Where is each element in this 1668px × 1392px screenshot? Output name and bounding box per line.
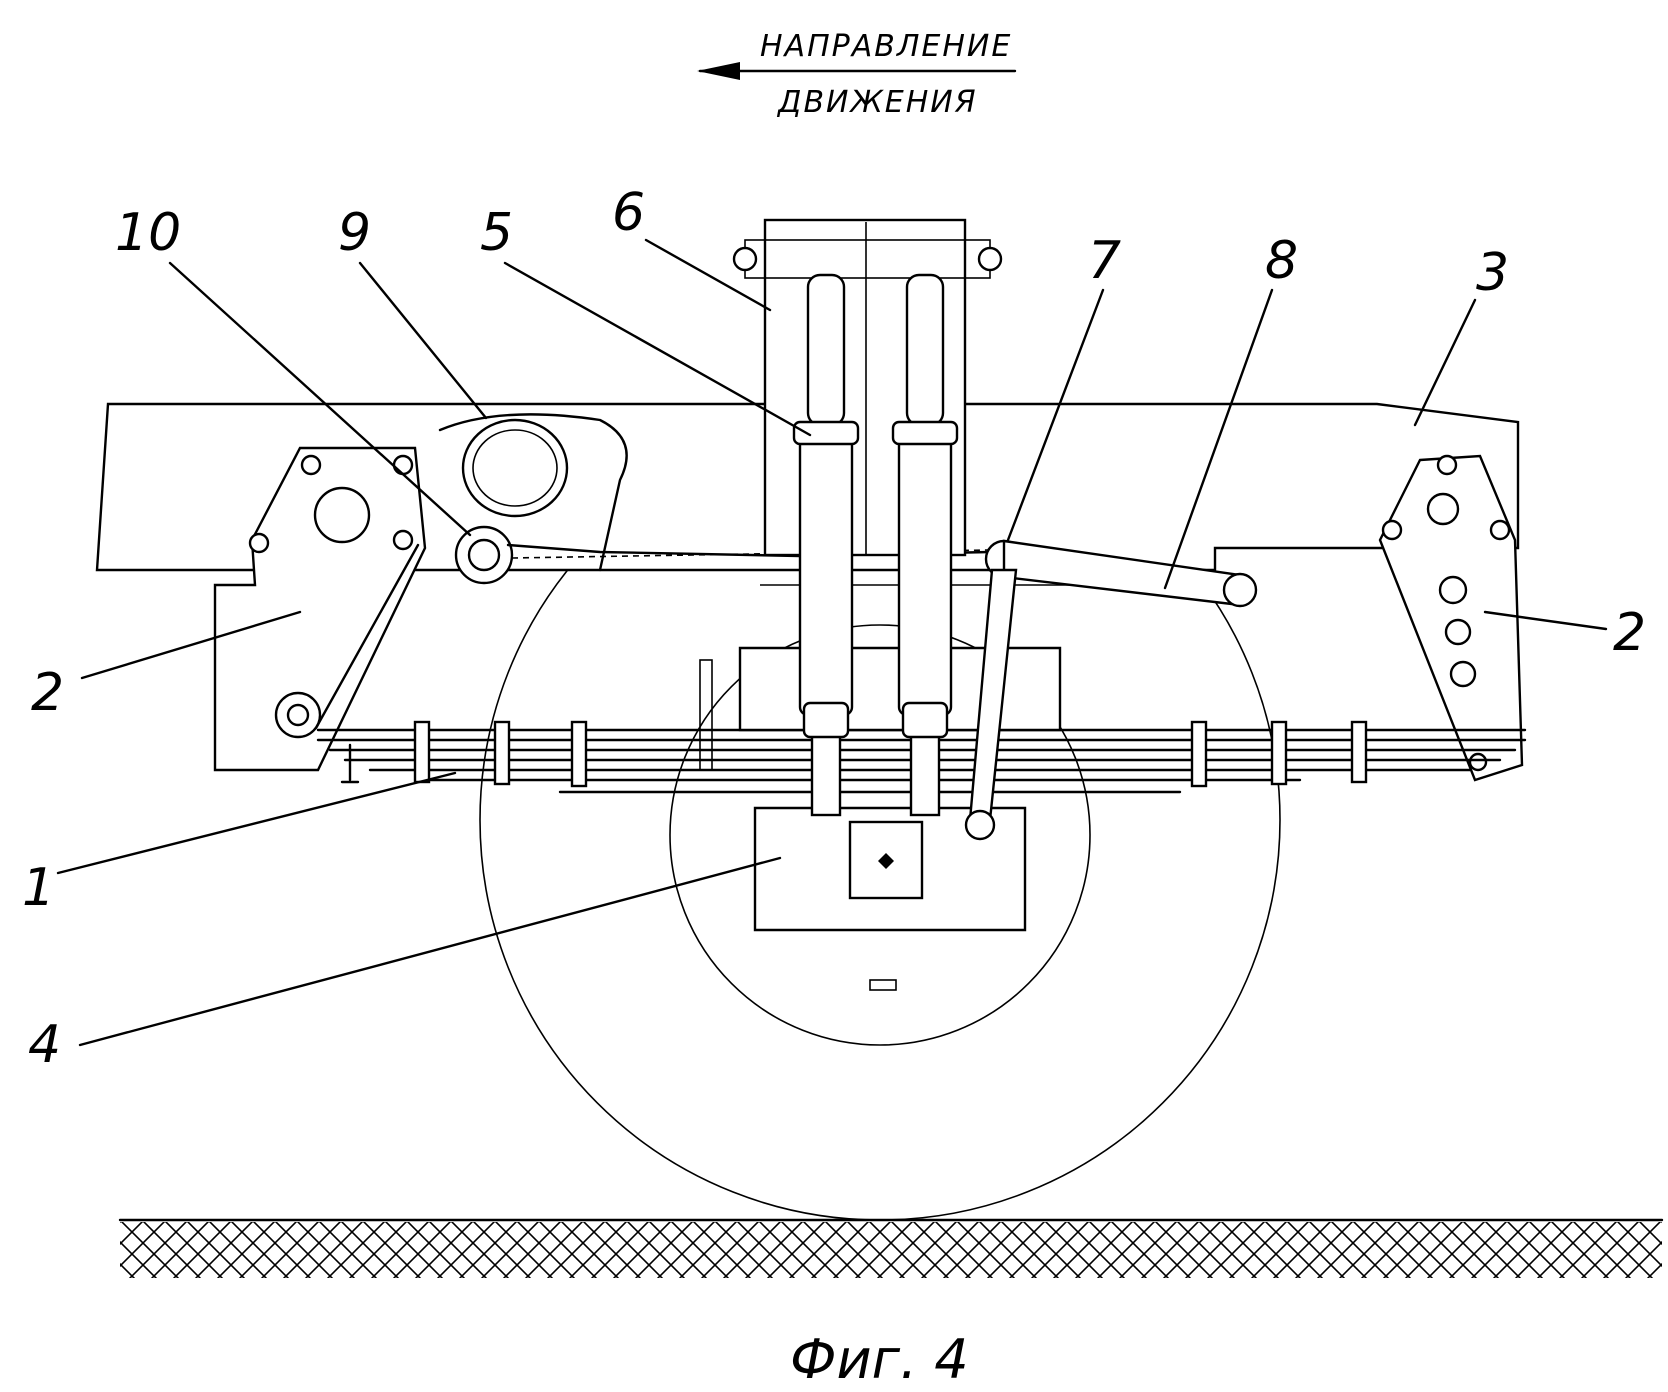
shock-mount xyxy=(802,701,850,739)
shock-mount xyxy=(901,701,949,739)
shock-absorber-left xyxy=(792,273,860,817)
reference-labels: 2 2 3 1 4 5 6 7 8 9 10 xyxy=(22,183,1646,1075)
air-spring-module xyxy=(732,218,1003,557)
bolt xyxy=(1436,454,1458,476)
bolt xyxy=(1381,519,1403,541)
label-3: 3 xyxy=(1476,243,1509,303)
bolt xyxy=(732,246,758,272)
air-tank xyxy=(461,418,569,518)
bracket-right-hole xyxy=(1426,492,1460,526)
rim-outline xyxy=(669,624,1091,1046)
label-8: 8 xyxy=(1265,231,1298,291)
bracket-right-hole xyxy=(1444,618,1472,646)
shock-body xyxy=(798,423,854,717)
direction-line1: НАПРАВЛЕНИЕ xyxy=(760,29,1012,64)
leader-10 xyxy=(168,261,472,537)
label-1: 1 xyxy=(22,858,55,918)
shock-collar xyxy=(891,420,959,446)
bracket-right xyxy=(1378,454,1524,782)
bracket-left-hole xyxy=(313,486,371,544)
label-10: 10 xyxy=(115,203,181,263)
spring-bolt xyxy=(340,743,360,784)
shock-body xyxy=(897,423,953,717)
ground-hatching xyxy=(120,1222,1662,1278)
bolt xyxy=(248,532,270,554)
brake-rod xyxy=(699,659,713,771)
spring-clip xyxy=(570,720,588,788)
ground xyxy=(118,1218,1664,1278)
leader-8 xyxy=(1163,288,1274,590)
label-5: 5 xyxy=(480,203,513,263)
bolt xyxy=(1489,519,1511,541)
bracket-left xyxy=(213,446,427,772)
label-2-right: 2 xyxy=(1613,603,1646,663)
leader-6 xyxy=(644,238,772,312)
leader-5 xyxy=(503,261,812,437)
spring-clip xyxy=(1270,720,1288,786)
label-4: 4 xyxy=(28,1015,61,1075)
bolt xyxy=(300,454,322,476)
bracket-right-plate xyxy=(1378,454,1524,782)
leader-7 xyxy=(1006,288,1105,542)
label-2-left: 2 xyxy=(31,663,64,723)
figure-caption: Фиг. 4 xyxy=(790,1328,969,1391)
spring-clip xyxy=(1350,720,1368,784)
bracket-left-plate xyxy=(213,446,427,772)
leveling-valve xyxy=(964,539,1258,841)
direction-arrow-head xyxy=(697,62,740,80)
leader-4 xyxy=(78,856,782,1047)
spring-eye-pin-center xyxy=(286,703,310,727)
shock-rod xyxy=(806,273,846,427)
bolt xyxy=(392,454,414,476)
leader-2-left xyxy=(80,610,302,680)
bracket-right-hole xyxy=(1438,575,1468,605)
axle-housing xyxy=(699,646,1062,932)
spring-clip xyxy=(413,720,431,784)
label-6: 6 xyxy=(612,183,645,243)
link-lower-pivot xyxy=(964,809,996,841)
pivot-inner xyxy=(467,538,501,572)
leader-1 xyxy=(56,771,457,875)
leader-2-right xyxy=(1483,610,1608,631)
bolt xyxy=(977,246,1003,272)
shock-absorber-right xyxy=(891,273,959,817)
leader-3 xyxy=(1413,298,1477,427)
air-tank-inner xyxy=(472,429,558,507)
spring-clip xyxy=(493,720,511,786)
bolt xyxy=(392,529,414,551)
label-7: 7 xyxy=(1088,231,1121,291)
frame-cutout xyxy=(438,413,628,572)
axle-mark xyxy=(878,853,894,869)
shock-rod xyxy=(905,273,945,427)
shock-collar xyxy=(792,420,860,446)
shackle-link xyxy=(314,543,420,730)
leader-9 xyxy=(358,261,488,420)
air-tank-body xyxy=(461,418,569,518)
stabilizer-pivot xyxy=(454,525,992,585)
label-9: 9 xyxy=(338,203,371,263)
direction-line2: ДВИЖЕНИЯ xyxy=(776,85,978,120)
hub-cap xyxy=(869,979,897,991)
bolt xyxy=(1468,752,1488,772)
direction-indicator: НАПРАВЛЕНИЕ ДВИЖЕНИЯ xyxy=(697,29,1017,120)
bracket-right-hole xyxy=(1449,660,1477,688)
spring-clip xyxy=(1190,720,1208,788)
valve-body xyxy=(1222,572,1258,608)
